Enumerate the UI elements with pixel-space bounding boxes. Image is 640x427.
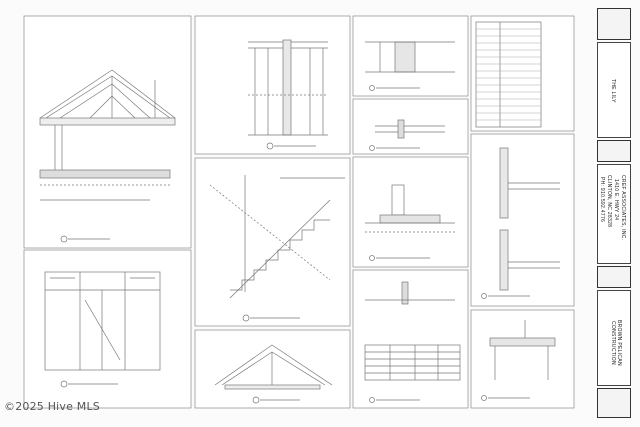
title-block-ornament-bottom — [597, 388, 631, 418]
project-name: THE LILY — [610, 79, 616, 103]
title-block-ornament-mid — [597, 140, 631, 162]
title-block-firm: CREF ASSOCIATES, INC. 1410 E. HWY 24 CLI… — [597, 164, 631, 264]
contractor-name: BROWN PELICAN CONSTRUCTION — [610, 320, 622, 366]
firm-name: CREF ASSOCIATES, INC. — [620, 175, 626, 241]
title-block-ornament-top — [597, 8, 631, 40]
title-block-ornament-low — [597, 266, 631, 288]
firm-phone: PH: 910.592.4776 — [599, 177, 605, 223]
firm-address-1: 1410 E. HWY 24 — [613, 179, 619, 221]
title-block-contractor: BROWN PELICAN CONSTRUCTION — [597, 290, 631, 386]
firm-address-2: CLINTON, NC 28328 — [606, 175, 612, 228]
watermark: ©2025 Hive MLS — [4, 400, 100, 413]
title-block-project: THE LILY — [597, 42, 631, 138]
